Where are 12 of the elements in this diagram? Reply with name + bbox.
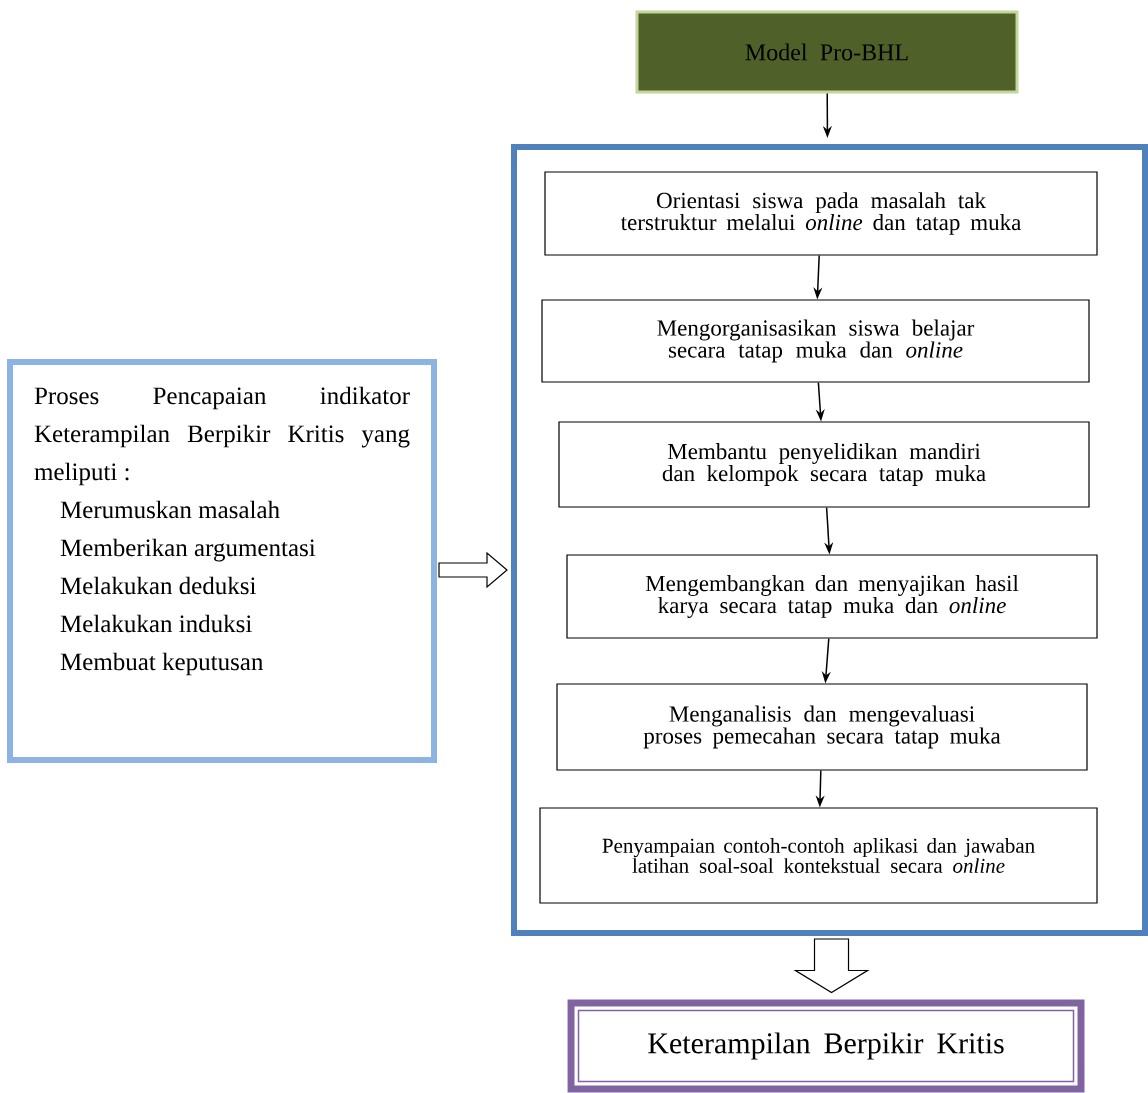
process-box: Mengembangkan dan menyajikan hasil karya secara tatap muka dan online [566, 554, 1098, 639]
block-arrow [793, 938, 870, 994]
process-box: Mengorganisasikan siswa belajar secara tatap muka dan online [541, 299, 1090, 383]
title-box: Model Pro-BHL [635, 10, 1019, 94]
process-box: Penyampaian contoh-contoh aplikasi dan jawaban latihan soal-soal kontekstual secara online [539, 807, 1098, 904]
process-box: Orientasi siswa pada masalah tak terstruktur melalui online dan tatap muka [544, 171, 1098, 256]
process-box: Menganalisis dan mengevaluasi proses pemecahan secara tatap muka [556, 683, 1088, 771]
process-box: Membantu penyelidikan mandiri dan kelompok secara tatap muka [558, 421, 1090, 508]
indicator-box: Proses Pencapaian indikator Keterampilan Berpikir Kritis yang meliputi : Merumuskan masalah Memberikan argumentasi Melakukan deduksi Melakukan induksi Membuat keputusan [7, 359, 437, 763]
panel-frame [511, 144, 1148, 936]
block-arrow [438, 551, 508, 589]
result-box: Keterampilan Berpikir Kritis [567, 999, 1085, 1093]
